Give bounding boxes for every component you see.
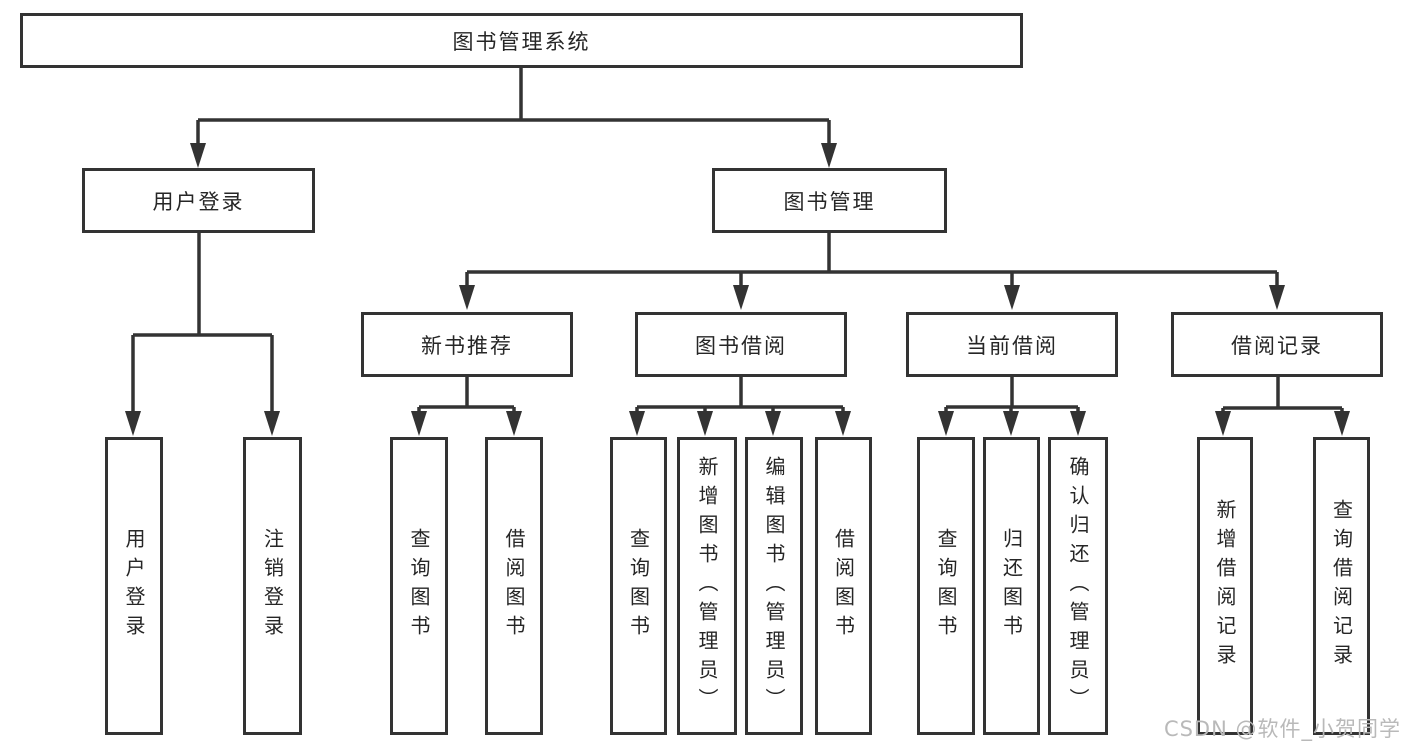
arrowhead-icon xyxy=(459,285,475,310)
leaf-query-book-3-label: 查询图书 xyxy=(934,528,958,644)
node-book-borrow: 图书借阅 xyxy=(635,312,847,377)
arrowhead-icon xyxy=(190,143,206,168)
leaf-borrow-book-2-label: 借阅图书 xyxy=(831,528,856,644)
arrowhead-icon xyxy=(938,411,954,436)
leaf-add-borrow-record-label: 新增借阅记录 xyxy=(1213,499,1237,673)
arrowhead-icon xyxy=(1003,411,1019,436)
arrowhead-icon xyxy=(821,143,837,168)
arrowhead-icon xyxy=(1004,285,1020,310)
node-current-borrow: 当前借阅 xyxy=(906,312,1118,377)
node-borrow-records: 借阅记录 xyxy=(1171,312,1383,377)
node-book-management: 图书管理 xyxy=(712,168,947,233)
watermark: CSDN @软件_小贺同学 xyxy=(1163,717,1401,741)
leaf-query-book-2-label: 查询图书 xyxy=(626,528,651,644)
leaf-query-book-1-label: 查询图书 xyxy=(407,528,431,644)
leaf-confirm-return-admin-label: 确认归还（管理员） xyxy=(1066,455,1090,717)
arrowhead-icon xyxy=(1334,411,1350,436)
leaf-logout-label: 注销登录 xyxy=(260,528,285,644)
leaf-query-borrow-record: 查询借阅记录 xyxy=(1313,437,1370,735)
node-new-book-recommend-label: 新书推荐 xyxy=(421,333,513,358)
leaf-query-borrow-record-label: 查询借阅记录 xyxy=(1329,499,1354,673)
leaf-query-book-1: 查询图书 xyxy=(390,437,448,735)
arrowhead-icon xyxy=(835,411,851,436)
connector-path xyxy=(131,68,1344,414)
node-user-login-label: 用户登录 xyxy=(152,189,245,214)
arrowhead-icon xyxy=(733,285,749,310)
leaf-add-borrow-record: 新增借阅记录 xyxy=(1197,437,1253,735)
arrowhead-icon xyxy=(506,411,522,436)
node-root-label: 图书管理系统 xyxy=(452,29,591,54)
node-user-login: 用户登录 xyxy=(82,168,315,233)
leaf-borrow-book-2: 借阅图书 xyxy=(815,437,872,735)
node-root: 图书管理系统 xyxy=(20,13,1023,68)
leaf-borrow-book-1-label: 借阅图书 xyxy=(502,528,526,644)
arrowhead-icon xyxy=(629,411,645,436)
arrowhead-icon xyxy=(1215,411,1231,436)
arrowhead-icon xyxy=(765,411,781,436)
leaf-logout: 注销登录 xyxy=(243,437,302,735)
leaf-return-book-label: 归还图书 xyxy=(999,528,1024,644)
node-new-book-recommend: 新书推荐 xyxy=(361,312,573,377)
leaf-add-book-admin: 新增图书（管理员） xyxy=(677,437,737,735)
arrowhead-icon xyxy=(697,411,713,436)
node-current-borrow-label: 当前借阅 xyxy=(966,333,1058,358)
leaf-user-login: 用户登录 xyxy=(105,437,163,735)
leaf-user-login-label: 用户登录 xyxy=(122,528,146,644)
leaf-query-book-3: 查询图书 xyxy=(917,437,975,735)
leaf-confirm-return-admin: 确认归还（管理员） xyxy=(1048,437,1108,735)
leaf-edit-book-admin: 编辑图书（管理员） xyxy=(745,437,803,735)
leaf-edit-book-admin-label: 编辑图书（管理员） xyxy=(762,455,786,717)
arrowhead-icon xyxy=(411,411,427,436)
arrowhead-icon xyxy=(1269,285,1285,310)
node-book-management-label: 图书管理 xyxy=(783,189,876,214)
arrowhead-icon xyxy=(125,411,141,436)
leaf-return-book: 归还图书 xyxy=(983,437,1040,735)
node-book-borrow-label: 图书借阅 xyxy=(695,333,787,358)
arrowhead-icon xyxy=(1070,411,1086,436)
arrowhead-icon xyxy=(264,411,280,436)
leaf-query-book-2: 查询图书 xyxy=(610,437,667,735)
leaf-borrow-book-1: 借阅图书 xyxy=(485,437,543,735)
leaf-add-book-admin-label: 新增图书（管理员） xyxy=(695,455,719,717)
node-borrow-records-label: 借阅记录 xyxy=(1231,333,1323,358)
